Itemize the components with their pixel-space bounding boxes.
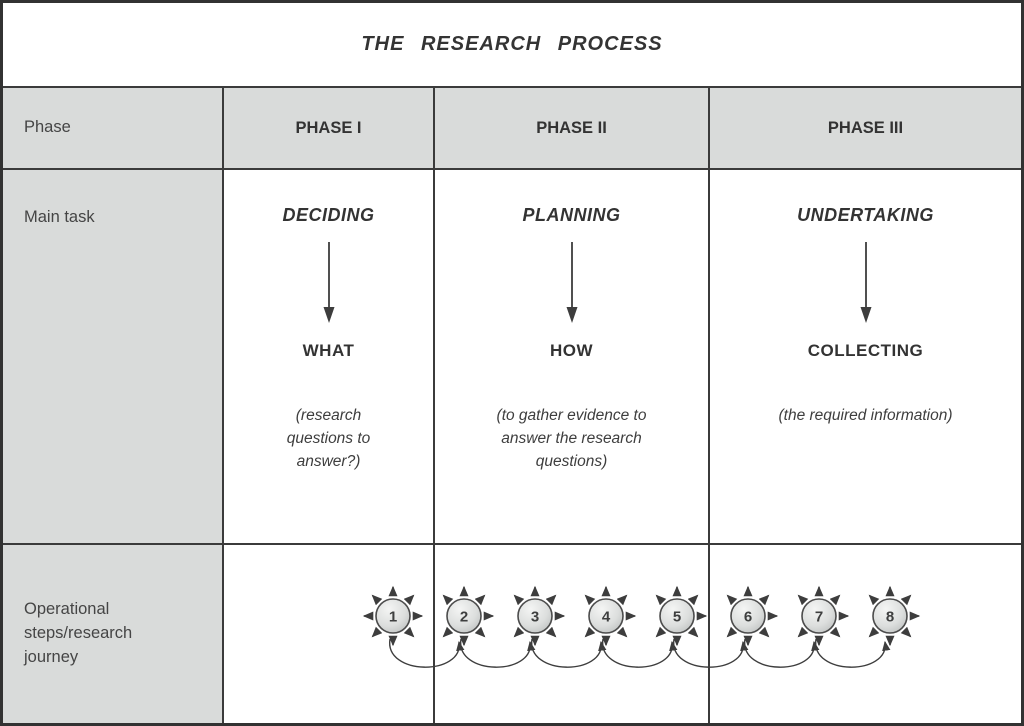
task-phase-1-cell: DECIDING WHAT (research questions to ans… [224,170,435,545]
main-task-label-cell: Main task [3,170,224,545]
task-word-undertaking: UNDERTAKING [797,205,934,225]
down-arrow-icon [860,242,871,323]
task-phase-2-cell: PLANNING HOW (to gather evidence to answ… [435,170,710,545]
steps-phase-2-cell [435,545,710,723]
task-note-2: (to gather evidence to answer the resear… [496,407,647,470]
task-focus-how: HOW [549,341,594,360]
down-arrow-icon [566,242,577,323]
task-focus-collecting: COLLECTING [807,341,924,360]
steps-phase-3-cell [710,545,1021,723]
task-word-deciding: DECIDING [282,205,375,225]
steps-phase-1-cell [224,545,435,723]
steps-label-cell: Operational steps/research journey [3,545,224,723]
task-note-3: (the required information) [778,407,953,424]
task-word-planning: PLANNING [522,205,621,225]
phase-1-header: PHASE I [224,88,435,170]
phase-row-label-cell: Phase [3,88,224,170]
diagram-title: THE RESEARCH PROCESS [361,33,663,55]
phase-3-label: PHASE III [827,118,904,137]
steps-label: Operational steps/research journey [24,600,133,666]
phase-2-header: PHASE II [435,88,710,170]
diagram-title-cell: THE RESEARCH PROCESS [3,3,1021,88]
phase-row-label: Phase [24,118,71,137]
down-arrow-icon [323,242,334,323]
task-note-1: (research questions to answer?) [286,407,371,470]
task-focus-what: WHAT [302,341,355,360]
main-task-label: Main task [24,208,95,226]
phase-3-header: PHASE III [710,88,1021,170]
task-phase-3-cell: UNDERTAKING COLLECTING (the required inf… [710,170,1021,545]
phase-1-label: PHASE I [295,118,362,137]
phase-2-label: PHASE II [536,118,607,137]
